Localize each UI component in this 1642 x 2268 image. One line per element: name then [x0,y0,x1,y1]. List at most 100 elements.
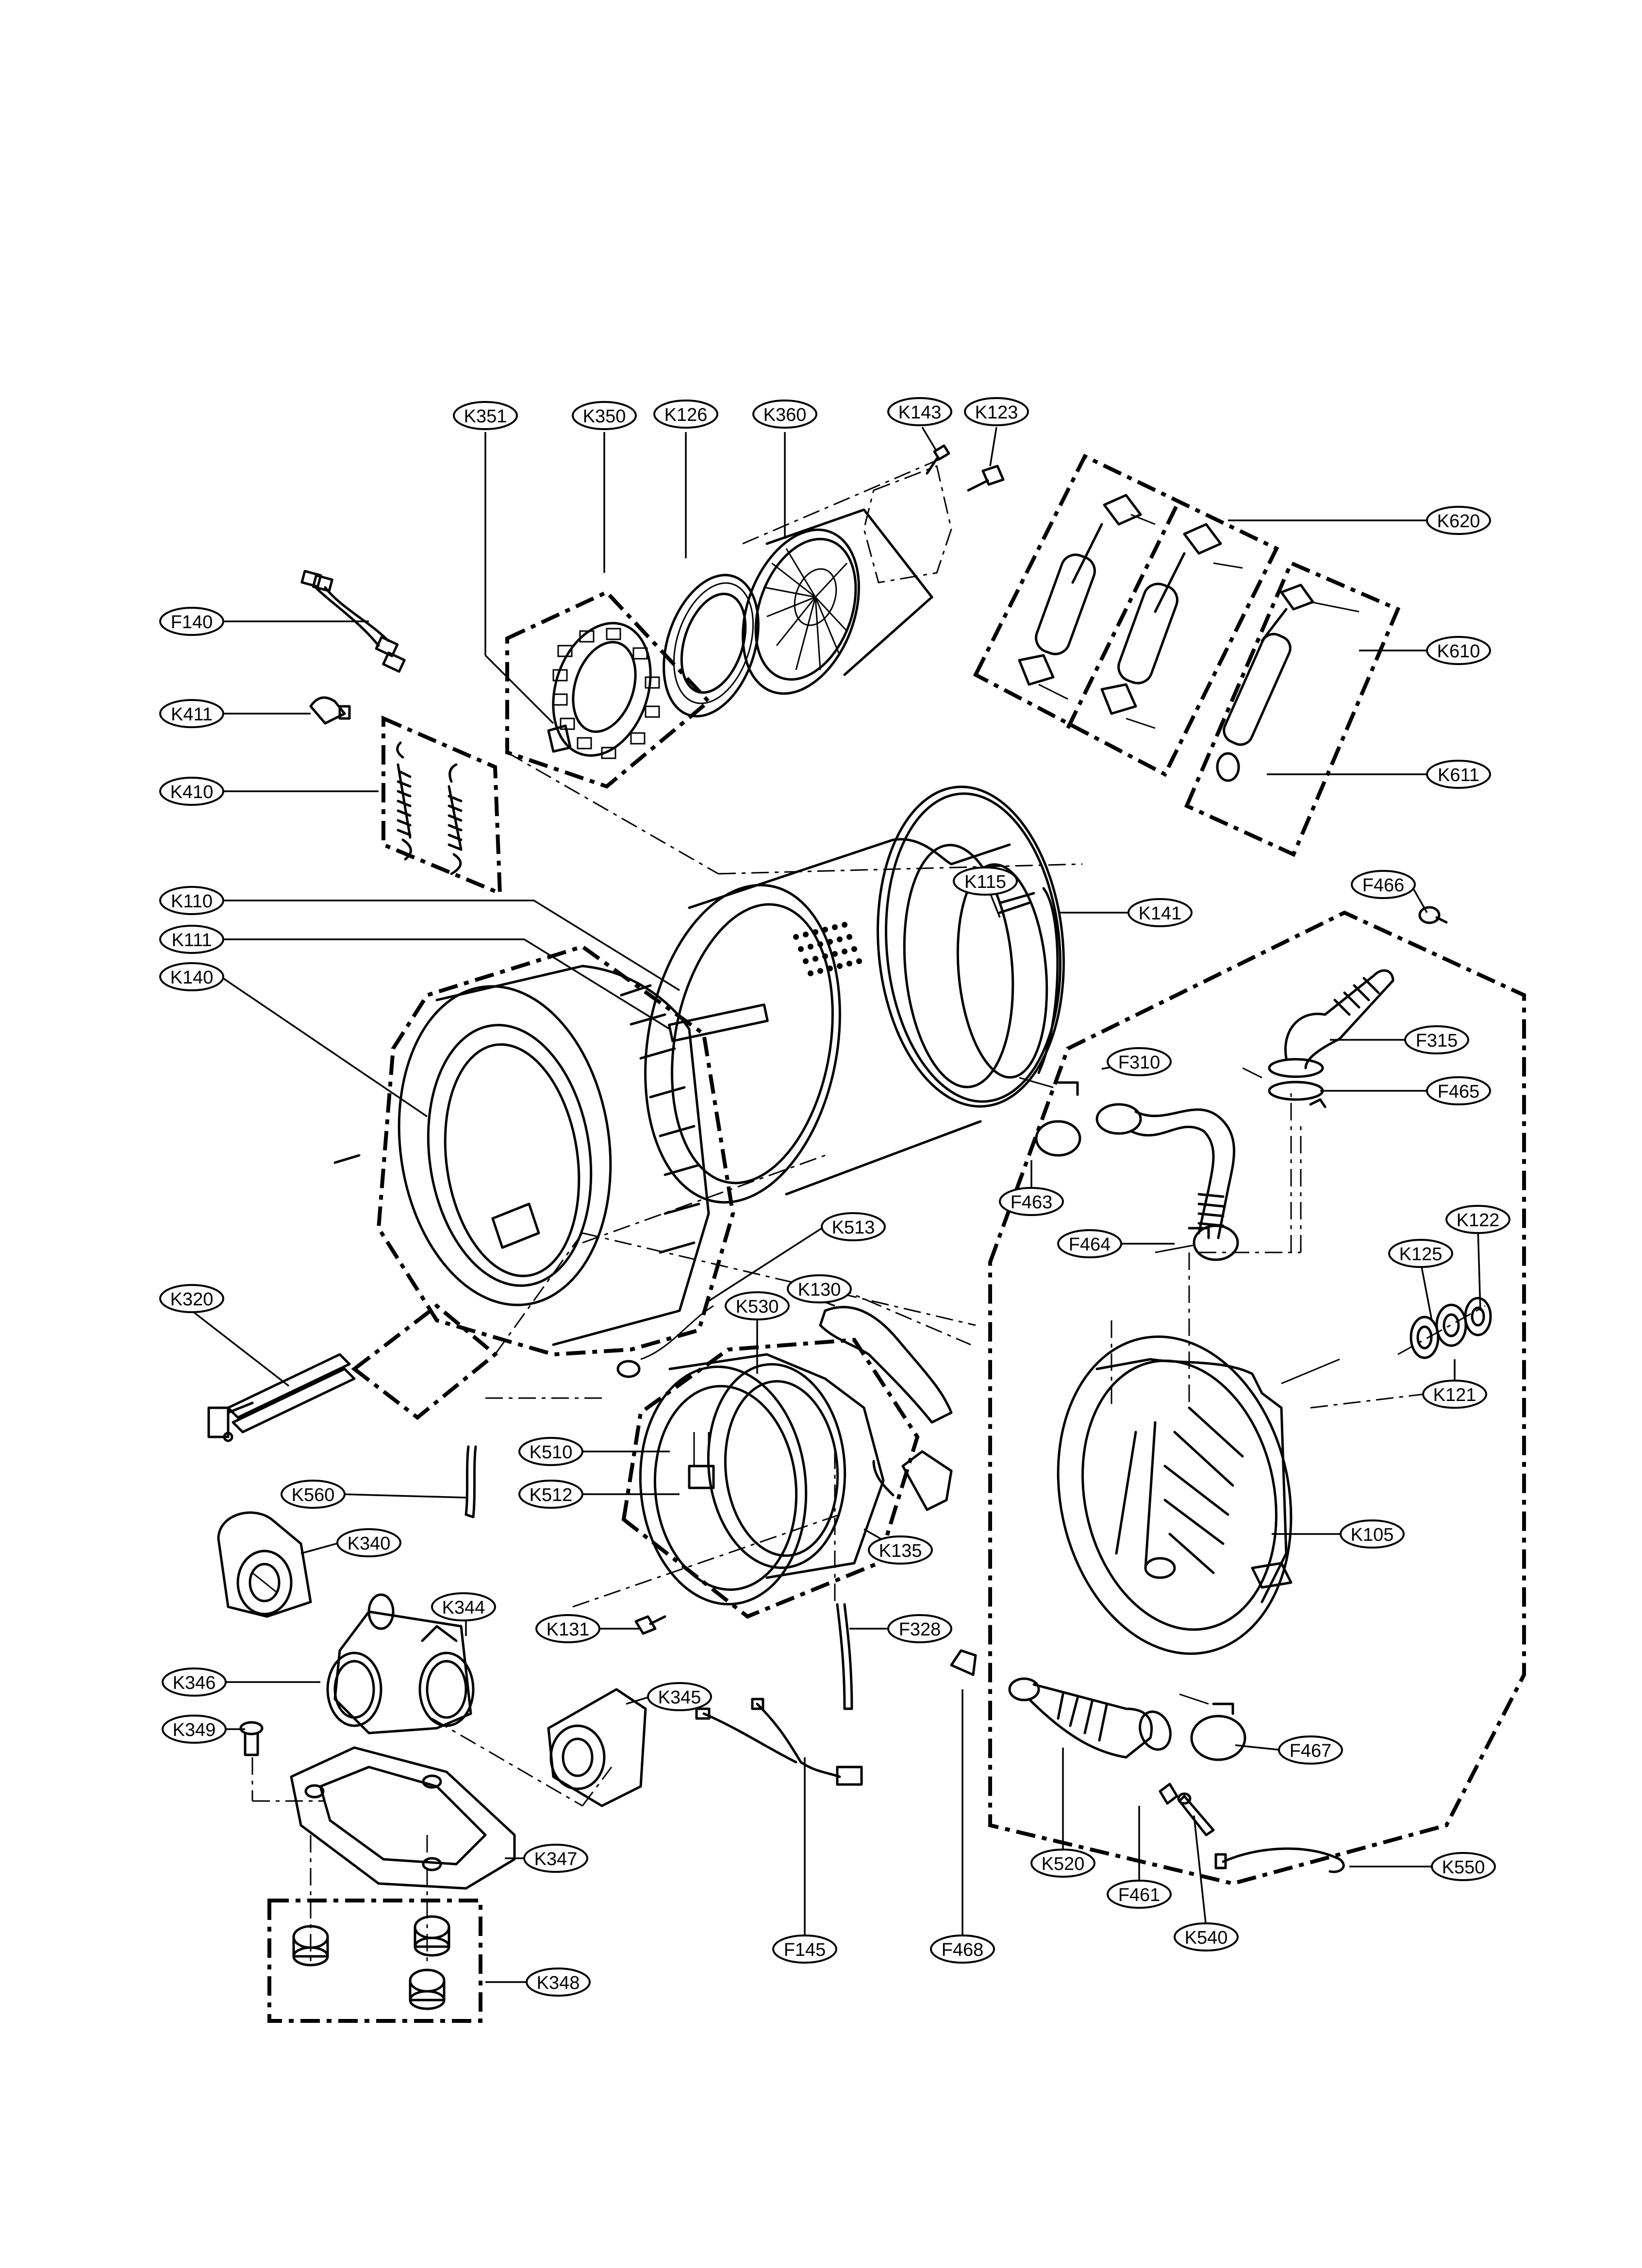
callout-K346: K346 [162,1668,227,1697]
callout-K320: K320 [159,1284,224,1313]
svg-text:K611: K611 [1438,765,1479,785]
sensor-part [1159,1783,1215,1836]
drain-pump-part [217,1511,312,1618]
drum-part [644,838,1059,1204]
svg-text:K512: K512 [530,1485,573,1505]
callout-K121: K121 [1422,1380,1487,1409]
leader-lines [191,427,1481,1983]
shock-absorbers [1018,494,1243,729]
svg-text:F145: F145 [784,1940,826,1960]
alignment-lines [251,455,1486,1966]
tube-part [464,1445,853,1710]
clamp-part [1019,1077,1081,1157]
tub-gasket-part [877,785,1065,1108]
tub-front-part [333,965,714,1378]
callout-labels: K351 K350 K126 K360 K143 K123 K620 K610 … [159,397,1510,1997]
callout-F461: F461 [1107,1880,1172,1909]
svg-text:K360: K360 [763,405,807,425]
wire-part [1214,1847,1345,1873]
callout-K351: K351 [453,401,518,430]
callout-K115: K115 [953,867,1018,896]
callout-K123: K123 [964,397,1029,426]
svg-text:F464: F464 [1069,1234,1111,1255]
callout-K349: K349 [162,1715,227,1744]
callout-K513: K513 [821,1212,886,1241]
callout-K131: K131 [535,1614,600,1643]
svg-text:K411: K411 [171,704,213,725]
rotor-part [742,465,952,695]
callout-K140: K140 [159,962,224,991]
svg-text:K510: K510 [530,1442,573,1463]
callout-K111: K111 [159,925,224,954]
svg-text:F465: F465 [1438,1082,1480,1102]
callout-F145: F145 [772,1934,837,1964]
svg-text:K513: K513 [832,1217,875,1238]
callout-K348: K348 [526,1968,591,1997]
clamp-part [1418,906,1448,924]
svg-text:F466: F466 [1362,875,1405,896]
bolt-part [634,1615,666,1635]
svg-text:K349: K349 [173,1720,216,1740]
screw-part [239,1721,264,1756]
svg-text:F467: F467 [1290,1741,1332,1761]
svg-text:K350: K350 [583,406,626,427]
heater-part [207,1353,356,1442]
svg-text:K320: K320 [170,1289,214,1310]
svg-text:F315: F315 [1416,1031,1458,1051]
svg-text:F463: F463 [1011,1192,1053,1213]
callout-F315: F315 [1404,1025,1469,1054]
svg-text:K346: K346 [173,1673,216,1693]
clamp-part [1242,1067,1327,1108]
callout-F468: F468 [930,1934,995,1964]
callout-F463: F463 [999,1187,1064,1216]
bearing-housing-part [663,574,760,717]
svg-text:K348: K348 [537,1973,580,1993]
callout-K110: K110 [159,886,224,915]
door-gasket-part [639,1353,885,1606]
svg-text:K344: K344 [442,1598,485,1618]
svg-text:K520: K520 [1042,1854,1085,1874]
svg-text:K610: K610 [1437,641,1480,662]
svg-text:K110: K110 [171,891,213,912]
callout-K126: K126 [653,400,718,429]
svg-text:K143: K143 [898,402,942,423]
svg-text:K105: K105 [1351,1525,1394,1545]
svg-text:K123: K123 [975,402,1018,423]
callout-F466: F466 [1351,870,1416,899]
callout-K122: K122 [1445,1205,1510,1234]
svg-text:K121: K121 [1433,1385,1476,1405]
callout-F464: F464 [1057,1229,1122,1258]
callout-F328: F328 [887,1614,952,1643]
assembly-outlines [267,453,1526,2023]
svg-text:K345: K345 [658,1687,701,1708]
callout-K347: K347 [523,1844,588,1873]
svg-text:K351: K351 [464,406,507,427]
damper-part [1216,584,1360,782]
wire-harness-part [300,569,406,673]
svg-text:K140: K140 [170,967,214,988]
tub-rear-part [1057,1335,1340,1655]
svg-text:F468: F468 [942,1940,984,1960]
callout-K550: K550 [1431,1852,1496,1881]
callout-K611: K611 [1426,760,1491,789]
callout-F467: F467 [1278,1735,1343,1765]
hose-part [1268,969,1394,1078]
callout-K130: K130 [787,1274,852,1303]
bearings-part [1410,1297,1492,1359]
svg-text:F310: F310 [1118,1052,1161,1073]
drain-hose-part [1008,1677,1172,1759]
callout-K530: K530 [725,1291,790,1320]
callout-K344: K344 [431,1592,496,1621]
svg-text:K130: K130 [798,1280,841,1300]
svg-text:F140: F140 [171,612,213,633]
callout-K350: K350 [572,401,637,430]
bracket-part [819,1306,953,1511]
svg-text:K125: K125 [1399,1244,1443,1265]
callout-K520: K520 [1030,1849,1095,1878]
part-drawings [207,444,1492,2010]
clamp-part [1179,1693,1246,1761]
stator-part [547,622,660,759]
callout-K125: K125 [1388,1239,1453,1268]
callout-K610: K610 [1426,636,1491,665]
